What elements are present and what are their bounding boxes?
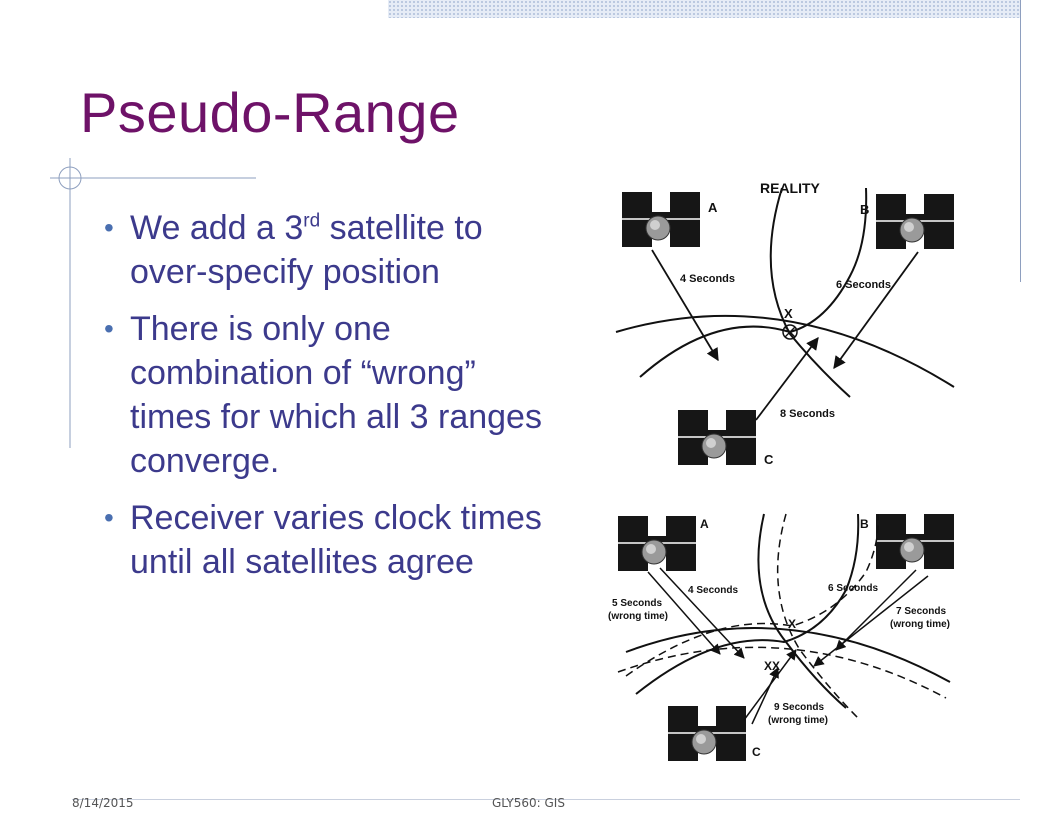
- signal-arrow-b: [835, 569, 917, 651]
- right-accent-line: [1020, 0, 1021, 282]
- true-point-label: X: [788, 617, 796, 631]
- bullet-superscript: rd: [303, 210, 321, 232]
- satellite-a-icon: [617, 515, 697, 572]
- slide-title: Pseudo-Range: [80, 81, 460, 144]
- time-label-b: 6 Seconds: [828, 583, 878, 594]
- wrong-point-label: XX: [764, 659, 780, 673]
- sat-c-label: C: [764, 452, 774, 467]
- time-label-b: 6 Seconds: [836, 279, 891, 291]
- sat-a-label: A: [700, 517, 709, 531]
- time-label-a: 4 Seconds: [680, 273, 735, 285]
- satellite-c-icon: [677, 409, 757, 466]
- footer-date: 8/14/2015: [72, 796, 134, 810]
- wrong-time-b-note: (wrong time): [890, 619, 950, 630]
- bullet-icon: •: [104, 212, 114, 243]
- range-arc-c: [635, 513, 860, 695]
- range-arc-c: [639, 187, 868, 378]
- satellite-c-icon: [667, 705, 747, 762]
- signal-arrow-a-wrong: [659, 567, 745, 659]
- intersection-marker: [782, 324, 798, 340]
- wrong-time-c-note: (wrong time): [768, 715, 828, 726]
- wrong-time-a-note: (wrong time): [608, 611, 668, 622]
- bullet-text: There is only one combination of “wrong”…: [130, 310, 542, 480]
- signal-arrow-a: [651, 249, 719, 362]
- footer-course: GLY560: GIS: [492, 796, 565, 810]
- bullet-icon: •: [104, 313, 114, 344]
- range-arc-a: [615, 314, 955, 388]
- reality-panel: REALITY A B C X 4 Seconds 6 Seconds 8 Se…: [615, 180, 955, 467]
- wrong-time-panel: A B C X XX 4 Seconds 6 Seconds 5 Seconds…: [608, 513, 955, 762]
- bullet-icon: •: [104, 502, 114, 533]
- signal-arrow-c-wrong: [751, 667, 779, 725]
- wrong-time-a-value: 5 Seconds: [612, 598, 662, 609]
- bullet-item: • Receiver varies clock times until all …: [104, 496, 564, 584]
- pseudo-range-diagram: REALITY A B C X 4 Seconds 6 Seconds 8 Se…: [608, 180, 955, 762]
- sat-c-label: C: [752, 745, 761, 759]
- range-arc-b: [769, 187, 851, 398]
- bullet-text-post: satellite to over-specify position: [130, 209, 483, 291]
- signal-arrow-c: [755, 336, 819, 421]
- wrong-arc-c: [625, 513, 879, 677]
- signal-arrow-b: [833, 251, 919, 370]
- sat-b-label: B: [860, 517, 869, 531]
- intersection-label: X: [784, 306, 793, 321]
- header-dot-pattern: [388, 0, 1020, 18]
- range-arc-a: [625, 627, 951, 683]
- signal-arrow-a: [647, 571, 721, 655]
- bullet-text: Receiver varies clock times until all sa…: [130, 499, 542, 581]
- wrong-arc-a: [617, 646, 947, 699]
- sat-a-label: A: [708, 200, 718, 215]
- sat-b-label: B: [860, 202, 869, 217]
- reality-title: REALITY: [760, 180, 821, 196]
- wrong-arc-b: [776, 513, 859, 719]
- time-label-a: 4 Seconds: [688, 585, 738, 596]
- crosshair-decoration: [50, 158, 256, 448]
- signal-arrow-b-wrong: [813, 575, 929, 667]
- bullet-item: • We add a 3rd satellite to over-specify…: [104, 206, 564, 294]
- bullet-item: • There is only one combination of “wron…: [104, 307, 564, 483]
- wrong-time-b-value: 7 Seconds: [896, 606, 946, 617]
- satellite-b-icon: [875, 193, 955, 250]
- satellite-b-icon: [875, 513, 955, 570]
- time-label-c: 8 Seconds: [780, 408, 835, 420]
- satellite-a-icon: [621, 191, 701, 248]
- bullet-text-pre: We add a 3: [130, 209, 304, 247]
- footer-rule: [72, 799, 1020, 800]
- wrong-time-c-value: 9 Seconds: [774, 702, 824, 713]
- bullet-list: • We add a 3rd satellite to over-specify…: [104, 206, 564, 597]
